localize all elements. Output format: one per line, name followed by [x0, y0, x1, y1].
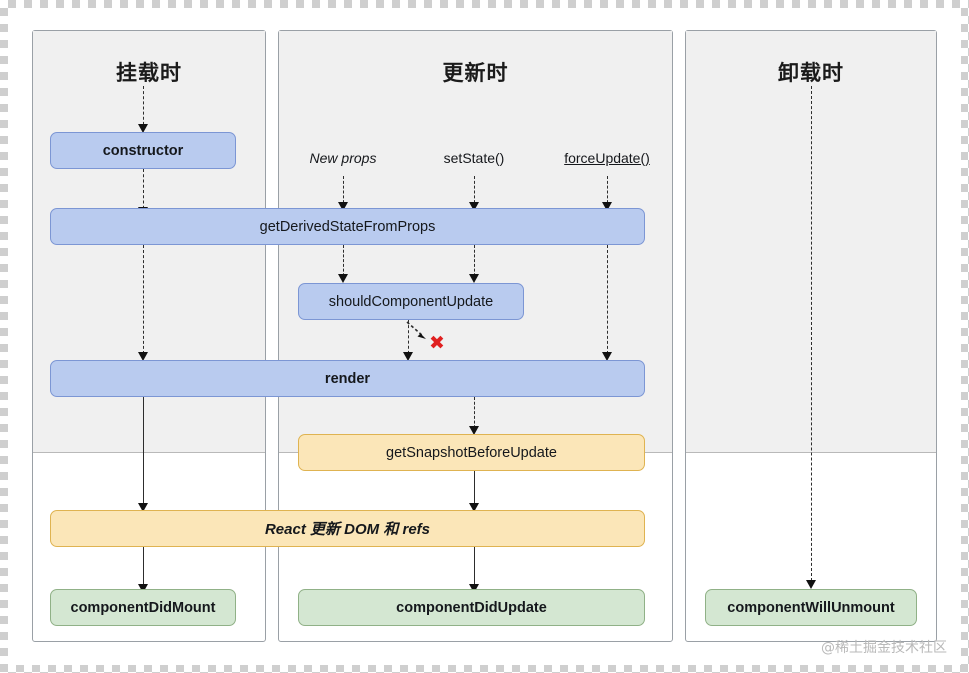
- connector-gdsfp-to-scu-left: [343, 245, 344, 281]
- connector-render-to-snapshot: [474, 397, 475, 433]
- column-updating: 更新时: [278, 30, 673, 642]
- connector-reactdom-to-did-mount: [143, 547, 144, 591]
- arrowhead-to-reactdom-mount: [138, 503, 148, 512]
- trigger-force-update: forceUpdate(): [564, 150, 650, 166]
- connector-gdsfp-to-scu-right: [474, 245, 475, 281]
- trigger-set-state: setState(): [443, 150, 505, 166]
- arrowhead-to-did-mount: [138, 584, 148, 593]
- abort-x-icon: ✖: [429, 332, 445, 354]
- arrowhead-to-will-unmount: [806, 580, 816, 589]
- node-should-component-update[interactable]: shouldComponentUpdate: [298, 283, 524, 320]
- connector-render-to-reactdom-mount: [143, 396, 144, 510]
- arrowhead-to-constructor: [138, 124, 148, 133]
- column-mounting: 挂载时: [32, 30, 266, 642]
- connector-snapshot-to-reactdom: [474, 471, 475, 510]
- node-render[interactable]: render: [50, 360, 645, 397]
- column-title-unmounting: 卸载时: [778, 61, 844, 85]
- trigger-new-props: New props: [309, 150, 377, 166]
- node-component-did-mount[interactable]: componentDidMount: [50, 589, 236, 626]
- connector-unmount-title-to-will-unmount: [811, 86, 812, 586]
- connector-force-update-to-gdsfp: [607, 176, 608, 208]
- arrowhead-to-scu-right: [469, 274, 479, 283]
- arrowhead-to-snapshot: [469, 426, 479, 435]
- arrowhead-force-update-to-render: [602, 352, 612, 361]
- connector-new-props-to-gdsfp: [343, 176, 344, 208]
- arrowhead-scu-to-render: [403, 352, 413, 361]
- connector-set-state-to-gdsfp: [474, 176, 475, 208]
- column-title-updating: 更新时: [442, 61, 509, 85]
- connector-gdsfp-to-render-mount: [143, 245, 144, 359]
- node-component-will-unmount[interactable]: componentWillUnmount: [705, 589, 917, 626]
- connector-scu-abort-branch: [406, 321, 426, 339]
- connector-reactdom-to-did-update: [474, 547, 475, 591]
- watermark-text: @稀土掘金技术社区: [821, 640, 947, 656]
- diagram-canvas: 挂载时 更新时 卸载时 constructor componentDidMoun…: [8, 8, 961, 665]
- arrowhead-to-render-mount: [138, 352, 148, 361]
- arrowhead-to-scu-left: [338, 274, 348, 283]
- arrowhead-set-state: [469, 202, 479, 211]
- column-title-mounting: 挂载时: [116, 61, 182, 85]
- connector-force-update-to-render: [607, 245, 608, 359]
- node-constructor[interactable]: constructor: [50, 132, 236, 169]
- node-get-derived-state-from-props[interactable]: getDerivedStateFromProps: [50, 208, 645, 245]
- node-react-updates-dom[interactable]: React 更新 DOM 和 refs: [50, 510, 645, 547]
- connector-scu-to-render: [408, 320, 409, 359]
- node-get-snapshot-before-update[interactable]: getSnapshotBeforeUpdate: [298, 434, 645, 471]
- arrowhead-new-props: [338, 202, 348, 211]
- node-component-did-update[interactable]: componentDidUpdate: [298, 589, 645, 626]
- arrowhead-to-reactdom-update: [469, 503, 479, 512]
- connector-constructor-to-gdsfp: [143, 169, 144, 214]
- arrowhead-force-update: [602, 202, 612, 211]
- connector-mount-title-to-constructor: [143, 86, 144, 130]
- arrowhead-to-did-update: [469, 584, 479, 593]
